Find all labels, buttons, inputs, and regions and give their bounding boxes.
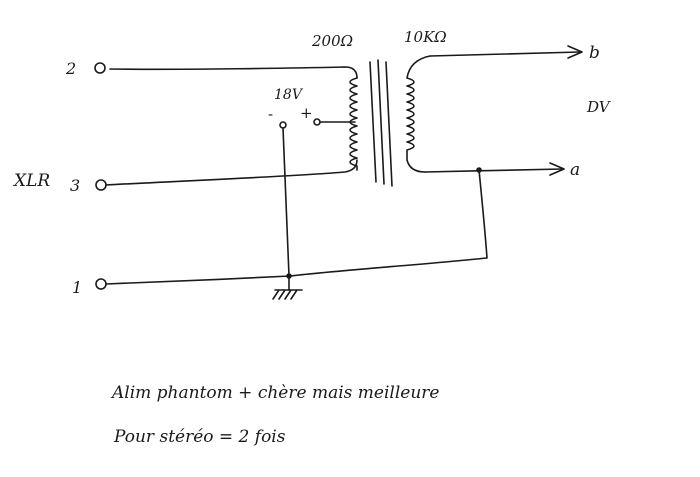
primary-coil bbox=[349, 77, 358, 171]
note-line-2: Pour stéréo = 2 fois bbox=[113, 427, 286, 447]
wire-pin2-to-primary bbox=[109, 66, 358, 79]
pin3-label: 3 bbox=[70, 176, 80, 195]
pin3-terminal bbox=[95, 179, 107, 191]
wire-a-to-ground-return bbox=[289, 169, 488, 277]
core-line-1 bbox=[369, 61, 377, 183]
pin1-terminal bbox=[95, 278, 107, 290]
pin2-label: 2 bbox=[65, 59, 76, 78]
voltage-label: 18V bbox=[274, 87, 304, 103]
wire-minus-to-ground bbox=[282, 127, 290, 291]
arrow-b bbox=[567, 45, 583, 59]
wire-pin1-to-ground bbox=[105, 275, 291, 285]
pin2-terminal bbox=[94, 62, 106, 74]
xlr-connector-label: XLR bbox=[12, 171, 50, 191]
core-line-2 bbox=[377, 59, 385, 185]
wire-to-a bbox=[424, 168, 563, 173]
primary-resistance-label: 200Ω bbox=[311, 32, 353, 50]
pin1-label: 1 bbox=[72, 278, 82, 297]
note-line-1: Alim phantom + chère mais meilleure bbox=[110, 383, 439, 403]
secondary-coil bbox=[406, 55, 431, 173]
minus-terminal bbox=[279, 121, 287, 129]
core-line-3 bbox=[385, 61, 393, 187]
plus-terminal bbox=[313, 118, 321, 126]
wire-pin3-to-primary bbox=[105, 159, 358, 186]
arrow-a bbox=[549, 162, 565, 176]
junction-ground bbox=[286, 273, 292, 279]
wire-to-b bbox=[429, 51, 581, 57]
secondary-resistance-label: 10KΩ bbox=[404, 28, 447, 46]
output-b-label: b bbox=[589, 43, 600, 63]
plus-label: + bbox=[300, 104, 313, 122]
minus-label: - bbox=[268, 105, 273, 123]
output-a-label: a bbox=[570, 160, 580, 180]
dv-label: DV bbox=[586, 98, 612, 116]
ground-icon bbox=[272, 289, 303, 300]
